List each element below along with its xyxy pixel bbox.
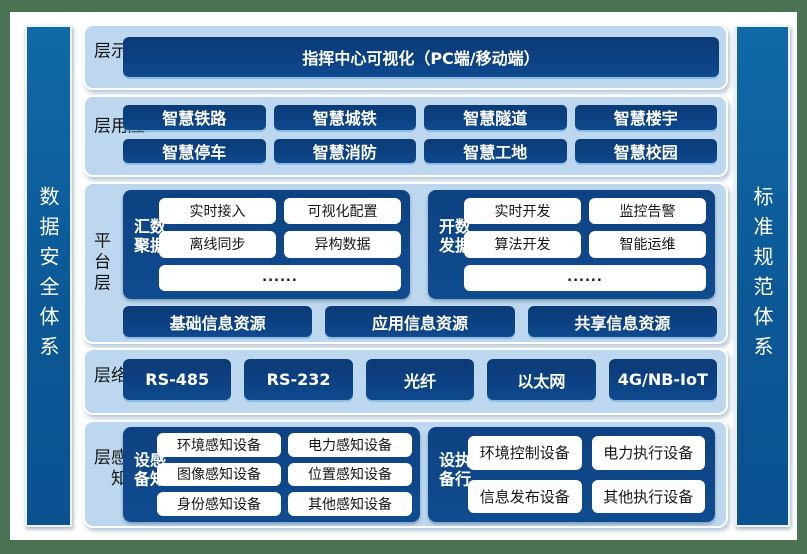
data-development-grid: 实时开发 监控告警 算法开发 智能运维 ...... (464, 198, 706, 291)
platform-item: 智能运维 (589, 231, 706, 258)
sensing-device-box: 位置感知设备 (288, 462, 412, 487)
execution-device-box: 电力执行设备 (591, 436, 705, 470)
application-box: 智慧工地 (424, 138, 567, 163)
display-command-center-box: 指挥中心可视化（PC端/移动端） (123, 37, 719, 77)
pillar-data-security-label: 数据安全体系 (36, 186, 60, 366)
layer-platform: 平台层 数据汇聚 实时接入 可视化配置 离线同步 异构数据 ...... 数据开… (83, 182, 728, 344)
platform-more-item: ...... (464, 264, 706, 291)
application-box: 智慧城铁 (273, 105, 416, 130)
platform-item: 实时开发 (464, 198, 581, 225)
sensing-device-box: 环境感知设备 (157, 433, 281, 457)
resource-box: 基础信息资源 (123, 306, 313, 337)
platform-item: 监控告警 (589, 198, 706, 225)
network-box: 4G/NB-IoT (608, 359, 718, 400)
platform-item: 可视化配置 (284, 198, 401, 225)
execution-devices-grid: 环境控制设备 电力执行设备 信息发布设备 其他执行设备 (468, 436, 705, 513)
execution-device-box: 信息发布设备 (468, 479, 582, 513)
layer-perception: 感知层 感知设备 环境感知设备 电力感知设备 图像感知设备 位置感知设备 身份感… (83, 420, 728, 528)
application-box: 智慧铁路 (123, 105, 266, 130)
resource-box: 应用信息资源 (325, 306, 515, 337)
layer-perception-label: 感知层 (90, 448, 127, 490)
layer-platform-label: 平台层 (90, 231, 110, 295)
platform-item: 离线同步 (159, 231, 276, 258)
network-box: RS-232 (244, 359, 353, 400)
application-grid: 智慧铁路 智慧城铁 智慧隧道 智慧楼宇 智慧停车 智慧消防 智慧工地 智慧校园 (123, 105, 717, 163)
layer-application: 应用层 智慧铁路 智慧城铁 智慧隧道 智慧楼宇 智慧停车 智慧消防 智慧工地 智… (83, 95, 728, 177)
network-box: 以太网 (487, 359, 596, 400)
application-box: 智慧停车 (123, 138, 266, 163)
layer-display: 展示层 指挥中心可视化（PC端/移动端） (83, 24, 728, 90)
group-execution-devices-label: 执行设备 (436, 450, 471, 489)
group-execution-devices: 执行设备 环境控制设备 电力执行设备 信息发布设备 其他执行设备 (428, 427, 715, 522)
layer-network: 网络层 RS-485 RS-232 光纤 以太网 4G/NB-IoT (83, 348, 728, 415)
pillar-standards: 标准规范体系 (735, 25, 790, 527)
platform-item: 实时接入 (159, 198, 276, 225)
sensing-device-box: 电力感知设备 (288, 433, 412, 457)
resource-box: 共享信息资源 (527, 306, 717, 337)
data-aggregation-grid: 实时接入 可视化配置 离线同步 异构数据 ...... (159, 198, 401, 291)
platform-item: 异构数据 (284, 231, 401, 258)
platform-more-item: ...... (159, 264, 401, 291)
execution-device-box: 其他执行设备 (591, 479, 705, 513)
group-data-aggregation: 数据汇聚 实时接入 可视化配置 离线同步 异构数据 ...... (123, 190, 410, 299)
sensing-devices-grid: 环境感知设备 电力感知设备 图像感知设备 位置感知设备 身份感知设备 其他感知设… (157, 433, 412, 516)
pillar-standards-label: 标准规范体系 (750, 186, 774, 366)
network-box: RS-485 (123, 359, 232, 400)
application-box: 智慧校园 (574, 138, 717, 163)
group-data-development: 数据开发 实时开发 监控告警 算法开发 智能运维 ...... (428, 190, 715, 299)
pillar-data-security: 数据安全体系 (25, 25, 72, 527)
network-box: 光纤 (365, 359, 475, 400)
sensing-device-box: 身份感知设备 (157, 492, 281, 516)
network-grid: RS-485 RS-232 光纤 以太网 4G/NB-IoT (123, 359, 718, 400)
platform-item: 算法开发 (464, 231, 581, 258)
application-box: 智慧楼宇 (574, 105, 717, 130)
sensing-device-box: 图像感知设备 (157, 462, 281, 487)
group-sensing-devices: 感知设备 环境感知设备 电力感知设备 图像感知设备 位置感知设备 身份感知设备 … (123, 427, 420, 522)
application-box: 智慧消防 (273, 138, 416, 163)
application-box: 智慧隧道 (424, 105, 567, 130)
execution-device-box: 环境控制设备 (468, 436, 582, 470)
information-resources-row: 基础信息资源 应用信息资源 共享信息资源 (123, 306, 717, 337)
sensing-device-box: 其他感知设备 (288, 492, 412, 516)
